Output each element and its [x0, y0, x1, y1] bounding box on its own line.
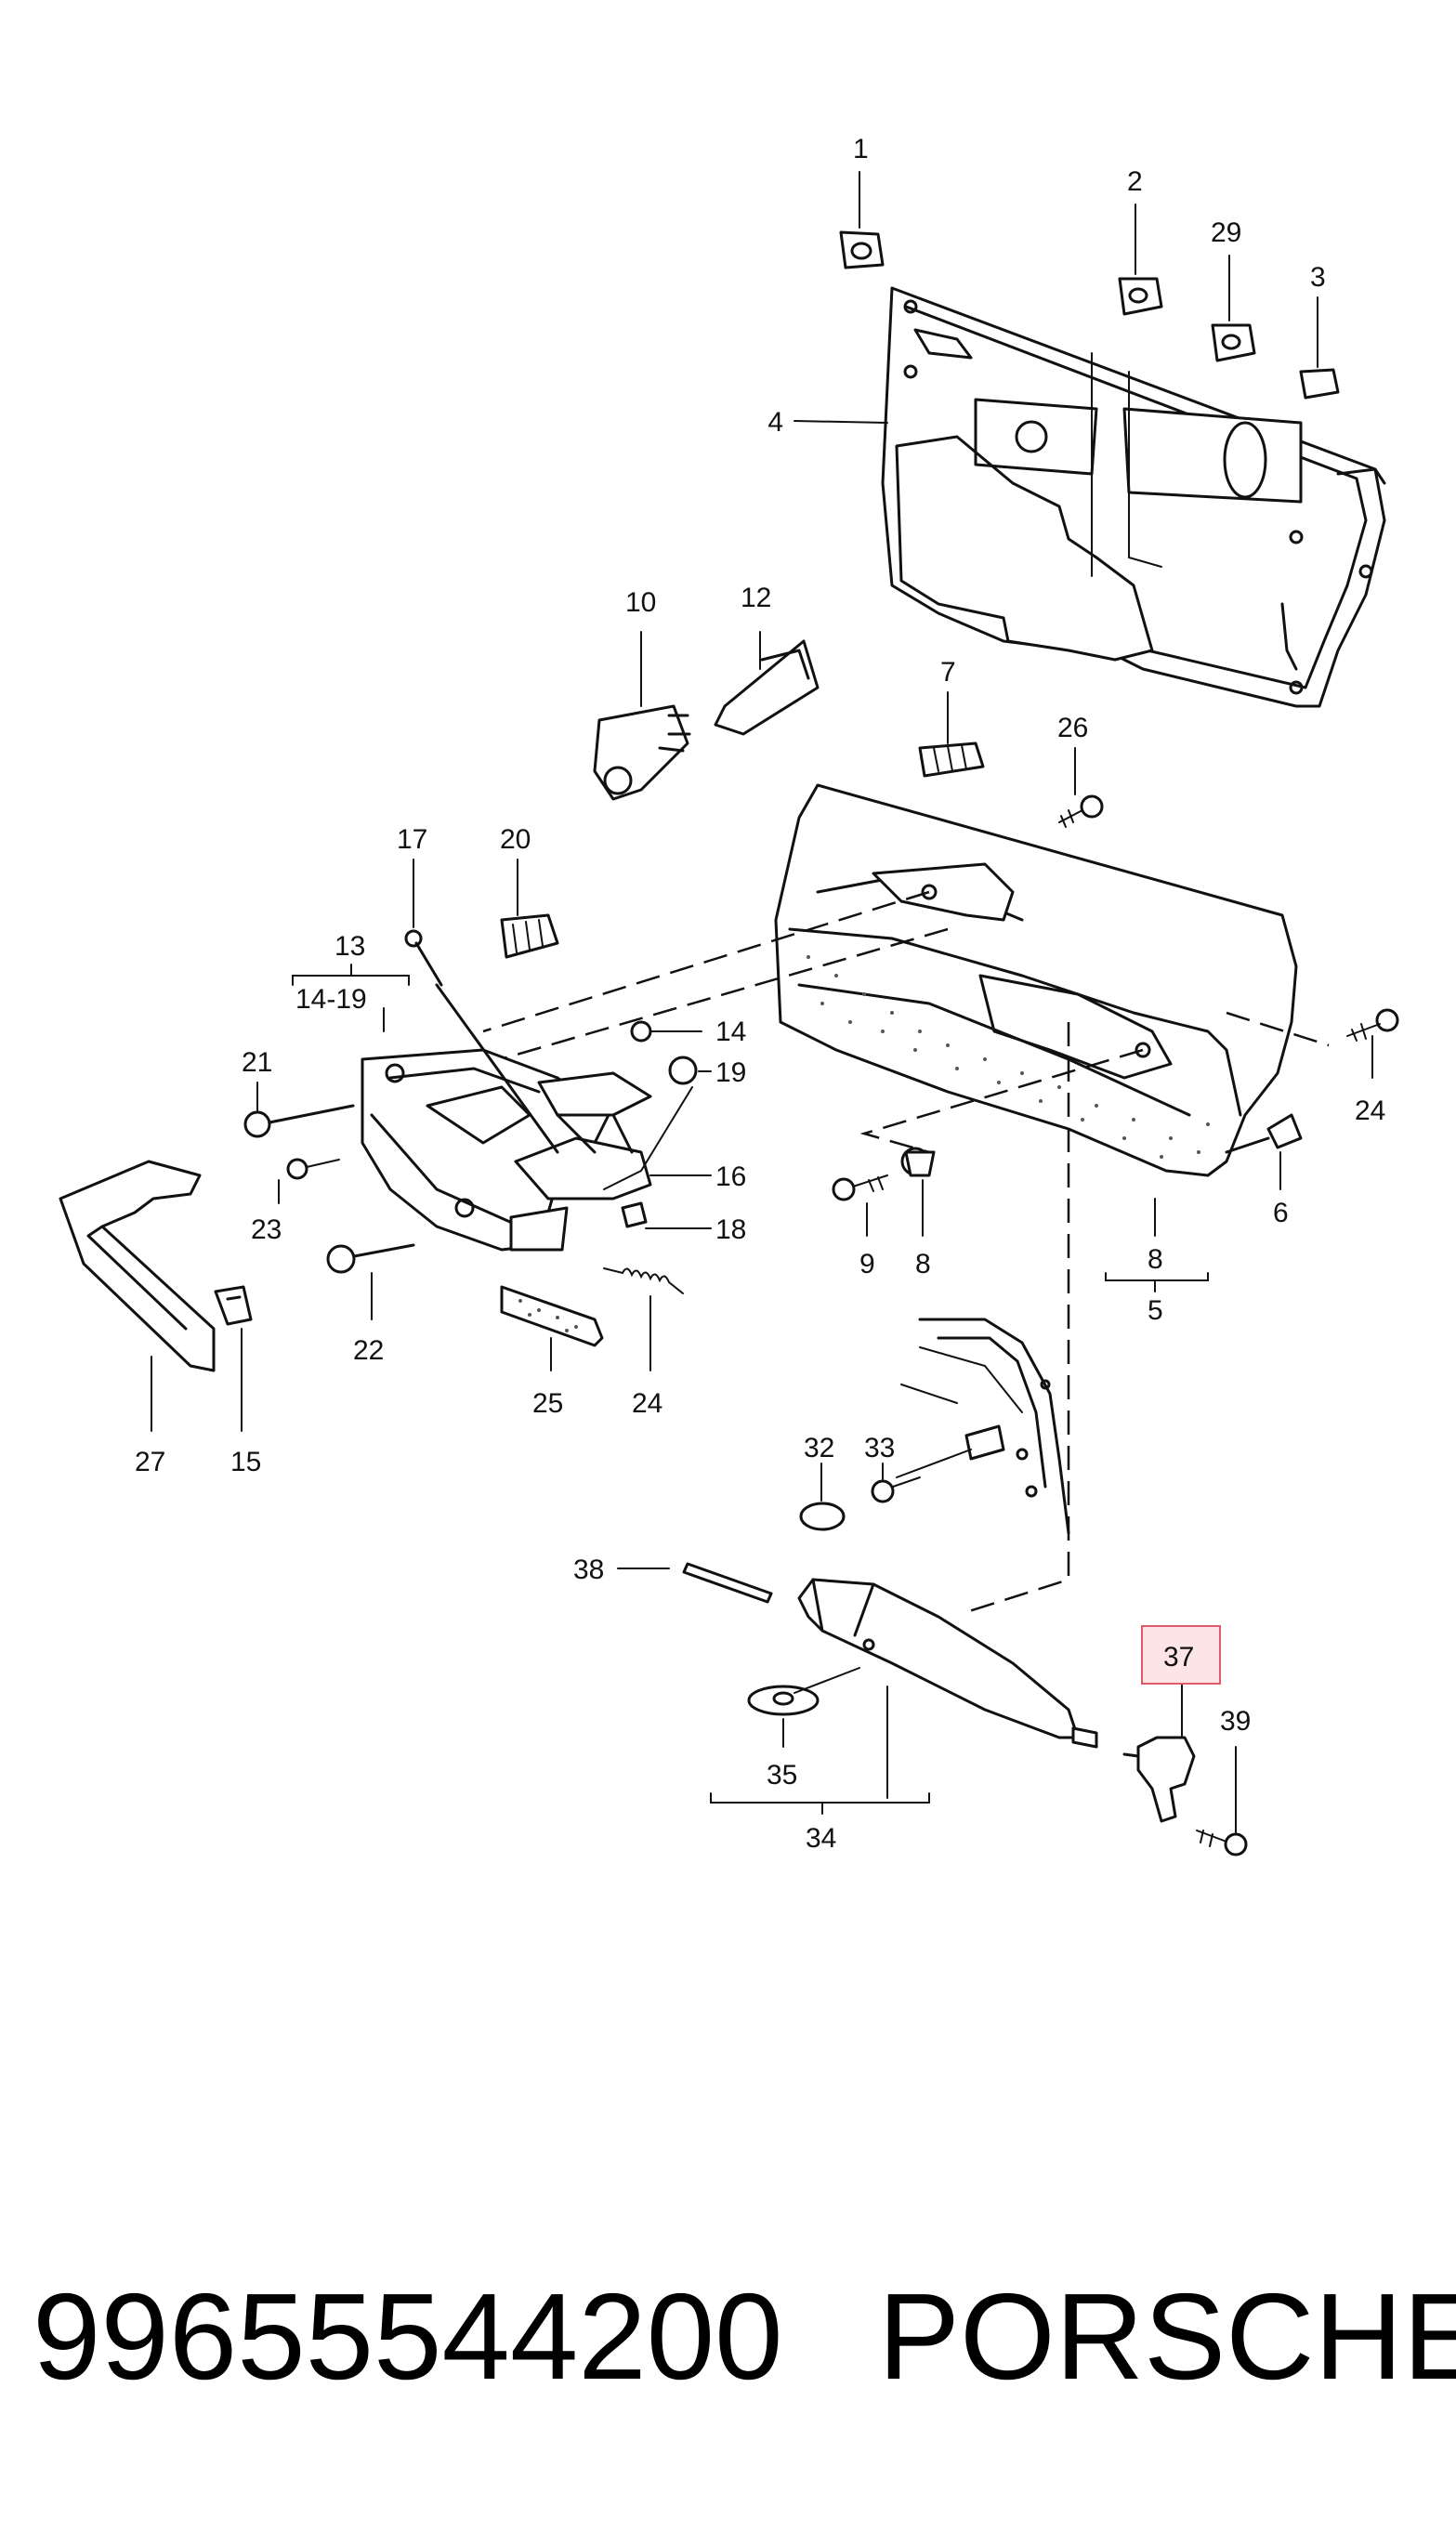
part-clip-8 — [900, 1147, 936, 1177]
callout-8-group: 8 — [1148, 1244, 1163, 1275]
leader-19-link — [603, 1086, 693, 1190]
callout-labels: 1 2 29 3 4 10 12 7 26 17 20 13 14-19 14 … — [135, 134, 1385, 1854]
leader-35-link — [794, 1667, 860, 1694]
callout-9: 9 — [859, 1249, 875, 1279]
callout-17: 17 — [397, 824, 427, 855]
part-screw-23 — [286, 1158, 340, 1180]
part-clip-6 — [1225, 1113, 1303, 1154]
assembly-line-e — [1226, 1011, 1330, 1047]
part-clip-29 — [1211, 323, 1256, 362]
part-screw-33 — [871, 1476, 921, 1503]
part-pin-17 — [404, 929, 443, 987]
part-pin-38 — [682, 1562, 773, 1604]
part-handle-bezel — [361, 1048, 610, 1252]
part-washer-35 — [747, 1685, 820, 1716]
panel-speckle — [807, 955, 1210, 1159]
callout-26: 26 — [1057, 713, 1088, 743]
part-spring-24 — [603, 1267, 684, 1294]
callout-2: 2 — [1127, 166, 1143, 197]
part-switch-12 — [714, 639, 820, 736]
callout-15: 15 — [230, 1447, 261, 1477]
part-clip-1 — [839, 230, 885, 269]
callout-5: 5 — [1148, 1295, 1163, 1326]
leader-4 — [794, 420, 888, 424]
part-switch-10 — [593, 704, 691, 801]
assembly-line-d — [965, 1022, 1070, 1614]
callout-39: 39 — [1220, 1706, 1251, 1737]
callout-13: 13 — [334, 931, 365, 962]
leader-shell — [896, 1449, 972, 1478]
part-spring-clip-18 — [621, 1201, 648, 1228]
assembly-line-b — [436, 927, 949, 1080]
part-door-panel — [774, 783, 1298, 1177]
part-screw-9 — [832, 1174, 888, 1201]
part-door-shell-lower — [900, 1318, 1070, 1535]
part-clip-2 — [1118, 277, 1163, 316]
callout-22: 22 — [353, 1335, 384, 1366]
part-door-frame — [881, 286, 1386, 708]
callout-35: 35 — [767, 1760, 797, 1791]
callout-8-clip: 8 — [915, 1249, 931, 1279]
part-screw-26 — [1058, 794, 1104, 828]
callout-19: 19 — [715, 1057, 746, 1088]
assembly-line-a — [482, 890, 930, 1033]
part-cover-20 — [500, 913, 559, 959]
callout-37: 37 — [1163, 1642, 1194, 1673]
part-screw-14 — [630, 1020, 702, 1043]
callout-12: 12 — [741, 583, 771, 613]
part-cap-32 — [799, 1502, 846, 1531]
callout-24-left: 24 — [632, 1388, 662, 1419]
part-pull-handle-34 — [797, 1578, 1098, 1749]
callout-14: 14 — [715, 1017, 746, 1047]
callout-27: 27 — [135, 1447, 165, 1477]
callout-3: 3 — [1310, 262, 1326, 293]
part-number: 99655544200 — [33, 2268, 783, 2405]
callout-32: 32 — [804, 1433, 834, 1463]
part-clip-19 — [668, 1056, 712, 1085]
callout-29: 29 — [1211, 217, 1241, 248]
callout-23: 23 — [251, 1214, 282, 1245]
callout-25: 25 — [532, 1388, 563, 1419]
callout-4: 4 — [767, 407, 783, 438]
callout-38: 38 — [573, 1555, 604, 1585]
bracket-34 — [710, 1792, 930, 1804]
part-clip-15 — [214, 1285, 253, 1326]
callout-14-19: 14-19 — [295, 984, 367, 1015]
callout-1: 1 — [853, 134, 869, 164]
callout-34: 34 — [806, 1823, 836, 1854]
part-clip-7 — [918, 741, 985, 778]
part-bolt-22 — [326, 1243, 415, 1274]
callout-21: 21 — [242, 1047, 272, 1078]
callout-24-right: 24 — [1355, 1095, 1385, 1126]
bracket-5 — [1105, 1272, 1209, 1281]
callout-20: 20 — [500, 824, 531, 855]
part-screw-39 — [1196, 1830, 1248, 1856]
highlight-box-37 — [1141, 1625, 1221, 1685]
part-foam-25 — [500, 1285, 604, 1347]
brand-name: PORSCHE — [878, 2268, 1456, 2405]
callout-6: 6 — [1273, 1198, 1289, 1228]
callout-18: 18 — [715, 1214, 746, 1245]
assembly-line-c — [859, 1048, 1144, 1154]
callout-33: 33 — [864, 1433, 895, 1463]
callout-7: 7 — [940, 657, 956, 688]
part-screw-24-right — [1346, 1008, 1399, 1042]
part-clip-3 — [1299, 368, 1340, 400]
part-armrest-27 — [59, 1160, 216, 1372]
part-bracket-37 — [1122, 1736, 1196, 1823]
callout-16: 16 — [715, 1161, 746, 1192]
part-bolt-21 — [243, 1104, 355, 1138]
callout-10: 10 — [625, 587, 656, 618]
